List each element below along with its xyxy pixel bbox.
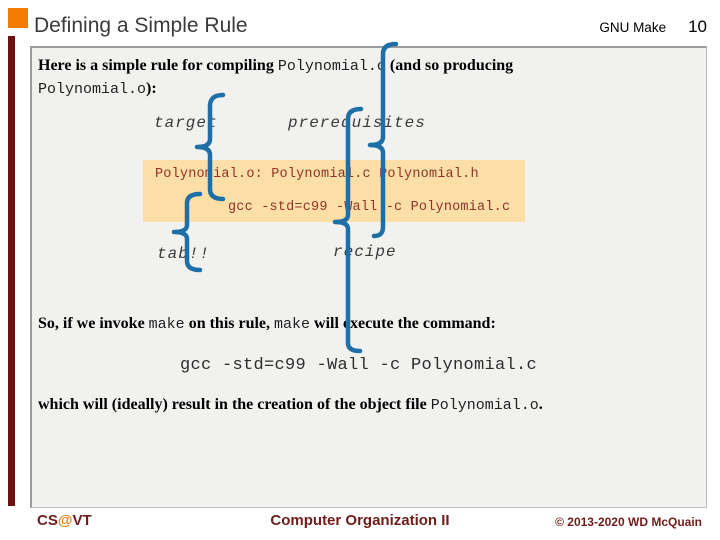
orange-square-decoration — [8, 8, 28, 28]
footer-copyright: © 2013-2020 WD McQuain — [555, 515, 702, 529]
footer-vt: VT — [72, 512, 92, 529]
section-label: GNU Make — [599, 20, 667, 35]
intro-line2: Polynomial.o): — [38, 80, 157, 98]
header-right: GNU Make 10 — [599, 17, 707, 37]
result-paragraph: which will (ideally) result in the creat… — [38, 396, 543, 414]
footer-at: @ — [57, 512, 73, 529]
recipe-label: recipe — [333, 243, 397, 261]
footer-logo-csvt: CS@VT — [37, 512, 92, 529]
result-text: . — [538, 396, 543, 413]
inline-code-make: make — [274, 316, 311, 333]
rule-recipe-line: gcc -std=c99 -Wall -c Polynomial.c — [228, 200, 511, 215]
intro-text: (and so producing — [385, 57, 514, 74]
page-title: Defining a Simple Rule — [34, 14, 248, 37]
footer-cs: CS — [37, 512, 58, 529]
invoke-text: will execute the command: — [310, 315, 496, 332]
inline-code-polynomial-c: Polynomial.c — [277, 58, 386, 75]
command-line: gcc -std=c99 -Wall -c Polynomial.c — [180, 356, 538, 375]
intro-text: Here is a simple rule for compiling — [38, 57, 278, 74]
inline-code-polynomial-o: Polynomial.o — [430, 397, 539, 414]
prerequisites-label: prerequisites — [288, 114, 426, 132]
result-text: which will (ideally) result in the creat… — [38, 396, 431, 413]
target-label: target — [154, 114, 218, 132]
rule-target-line: Polynomial.o: Polynomial.c Polynomial.h — [155, 167, 479, 182]
invoke-paragraph: So, if we invoke make on this rule, make… — [38, 315, 496, 333]
intro-line1: Here is a simple rule for compiling Poly… — [38, 57, 513, 75]
slide-number: 10 — [688, 17, 707, 36]
left-maroon-bar-decoration — [8, 36, 15, 506]
tab-label: tab!! — [157, 245, 211, 263]
inline-code-make: make — [148, 316, 185, 333]
rule-highlight-box: Polynomial.o: Polynomial.c Polynomial.h … — [143, 160, 525, 222]
invoke-text: So, if we invoke — [38, 315, 149, 332]
footer-course-title: Computer Organization II — [270, 512, 450, 529]
inline-code-polynomial-o: Polynomial.o — [38, 81, 147, 98]
invoke-text: on this rule, — [184, 315, 275, 332]
intro-text: ): — [146, 80, 157, 97]
